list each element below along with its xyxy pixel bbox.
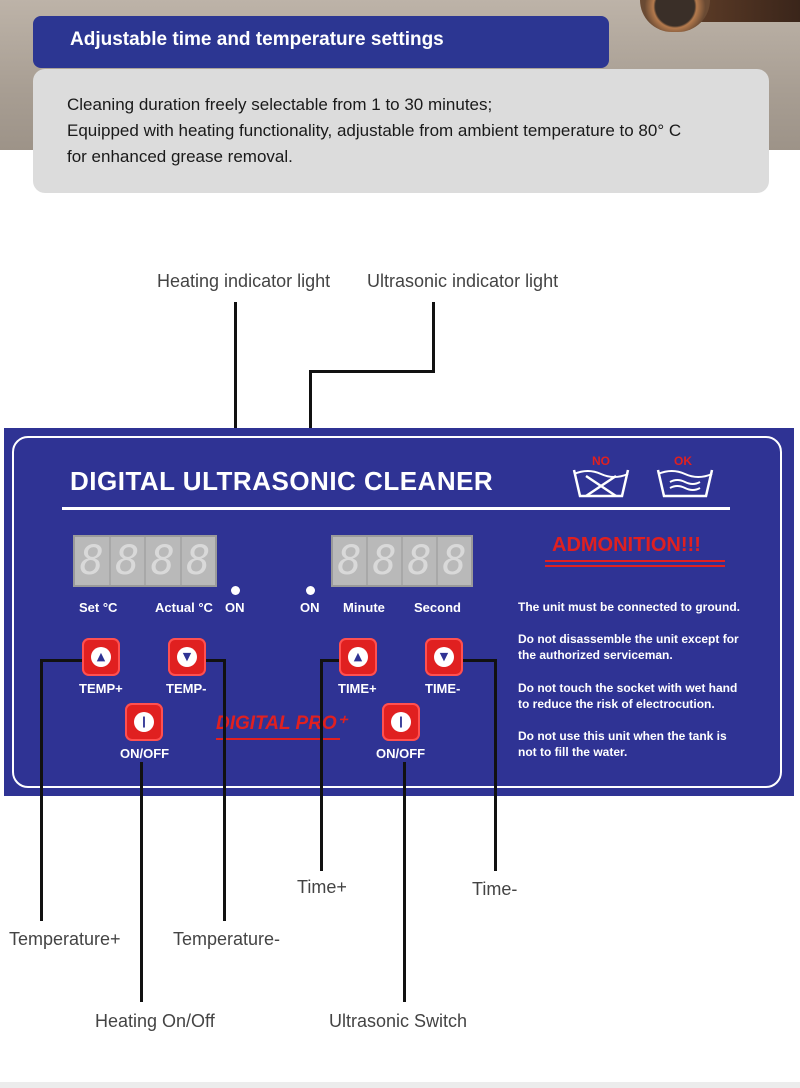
time-plus-button[interactable]: ▲ xyxy=(339,638,377,676)
control-panel-frame xyxy=(12,436,782,788)
wash-no-label: NO xyxy=(592,454,610,468)
heating-onoff-label: ON/OFF xyxy=(120,746,170,761)
ok-wash-icon xyxy=(656,469,714,498)
minute-label: Minute xyxy=(343,600,385,615)
callout-time-minus: Time- xyxy=(472,879,518,899)
warning-line: not to fill the water. xyxy=(518,745,628,759)
title-banner xyxy=(33,16,609,68)
leader-line-temperature-plus xyxy=(40,659,82,662)
lcd-digit: 8 xyxy=(442,538,467,584)
wash-ok-label: OK xyxy=(674,454,692,468)
watch-strap-image xyxy=(700,0,800,22)
panel-divider xyxy=(62,507,730,510)
heating-onoff-button[interactable]: ❙ xyxy=(125,703,163,741)
arrow-down-icon: ▼ xyxy=(434,647,454,667)
heating-indicator-light xyxy=(231,586,240,595)
lcd-digit: 8 xyxy=(75,537,111,585)
lcd-digit: 8 xyxy=(186,538,211,584)
lcd-digit: 8 xyxy=(146,537,182,585)
warning-line: Do not use this unit when the tank is xyxy=(518,729,727,743)
warning-line: Do not touch the socket with wet hand xyxy=(518,681,738,695)
brand-underline xyxy=(216,738,340,740)
callout-heating-onoff: Heating On/Off xyxy=(95,1011,215,1031)
leader-line-time-plus xyxy=(320,659,323,871)
ultrasonic-indicator-light xyxy=(306,586,315,595)
temp-minus-button[interactable]: ▼ xyxy=(168,638,206,676)
arrow-up-icon: ▲ xyxy=(348,647,368,667)
description-line: for enhanced grease removal. xyxy=(67,147,293,166)
warning-line: to reduce the risk of electrocution. xyxy=(518,697,715,711)
heating-on-label: ON xyxy=(225,600,245,615)
power-icon: ❙ xyxy=(391,712,411,732)
temp-plus-label: TEMP+ xyxy=(79,681,123,696)
admonition-underline xyxy=(545,560,725,562)
warning-line: the authorized serviceman. xyxy=(518,648,673,662)
second-label: Second xyxy=(414,600,461,615)
time-minus-button[interactable]: ▼ xyxy=(425,638,463,676)
power-icon: ❙ xyxy=(134,712,154,732)
lcd-digit: 8 xyxy=(333,537,368,585)
leader-line-temperature-plus xyxy=(40,659,43,921)
temp-plus-button[interactable]: ▲ xyxy=(82,638,120,676)
description-line: Equipped with heating functionality, adj… xyxy=(67,121,682,140)
leader-line-ultrasonic-indicator xyxy=(432,302,435,372)
arrow-up-icon: ▲ xyxy=(91,647,111,667)
warning-line: The unit must be connected to ground. xyxy=(518,600,740,614)
ultrasonic-on-label: ON xyxy=(300,600,320,615)
actual-temp-label: Actual °C xyxy=(155,600,213,615)
leader-line-ultrasonic-switch xyxy=(403,762,406,1002)
description-box xyxy=(33,69,769,193)
callout-ultrasonic-indicator: Ultrasonic indicator light xyxy=(367,271,559,291)
panel-title: DIGITAL ULTRASONIC CLEANER xyxy=(70,466,494,496)
leader-line-heating-onoff xyxy=(140,762,143,1002)
no-wash-icon xyxy=(572,469,630,498)
set-temp-label: Set °C xyxy=(79,600,118,615)
leader-line-temperature-minus xyxy=(223,659,226,921)
warning-line: Do not disassemble the unit except for xyxy=(518,632,739,646)
leader-line-ultrasonic-indicator xyxy=(309,370,435,373)
temp-minus-label: TEMP- xyxy=(166,681,207,696)
leader-line-time-minus xyxy=(494,659,497,871)
ultrasonic-onoff-button[interactable]: ❙ xyxy=(382,703,420,741)
lcd-digit: 8 xyxy=(368,537,403,585)
callout-temperature-minus: Temperature- xyxy=(173,929,281,949)
callout-temperature-plus: Temperature+ xyxy=(9,929,121,949)
lcd-digit: 8 xyxy=(111,537,146,585)
lcd-digit: 8 xyxy=(403,537,438,585)
bottom-divider xyxy=(0,1082,800,1088)
time-minus-label: TIME- xyxy=(425,681,461,696)
callout-ultrasonic-switch: Ultrasonic Switch xyxy=(329,1011,468,1031)
ultrasonic-onoff-label: ON/OFF xyxy=(376,746,426,761)
callout-time-plus: Time+ xyxy=(297,877,347,897)
admonition-title: ADMONITION!!! xyxy=(552,534,701,556)
brand-logo: DIGITAL PRO⁺ xyxy=(216,713,347,734)
time-plus-label: TIME+ xyxy=(338,681,377,696)
time-display: 8 8 8 8 xyxy=(331,535,473,587)
callout-heating-indicator: Heating indicator light xyxy=(157,271,331,291)
page-title: Adjustable time and temperature settings xyxy=(70,29,444,50)
arrow-down-icon: ▼ xyxy=(177,647,197,667)
leader-line-time-plus xyxy=(320,659,339,662)
admonition-underline xyxy=(545,565,725,567)
temperature-display: 8 8 8 8 xyxy=(73,535,217,587)
leader-line-time-minus xyxy=(463,659,497,662)
leader-line-temperature-minus xyxy=(206,659,226,662)
description-line: Cleaning duration freely selectable from… xyxy=(67,95,493,114)
